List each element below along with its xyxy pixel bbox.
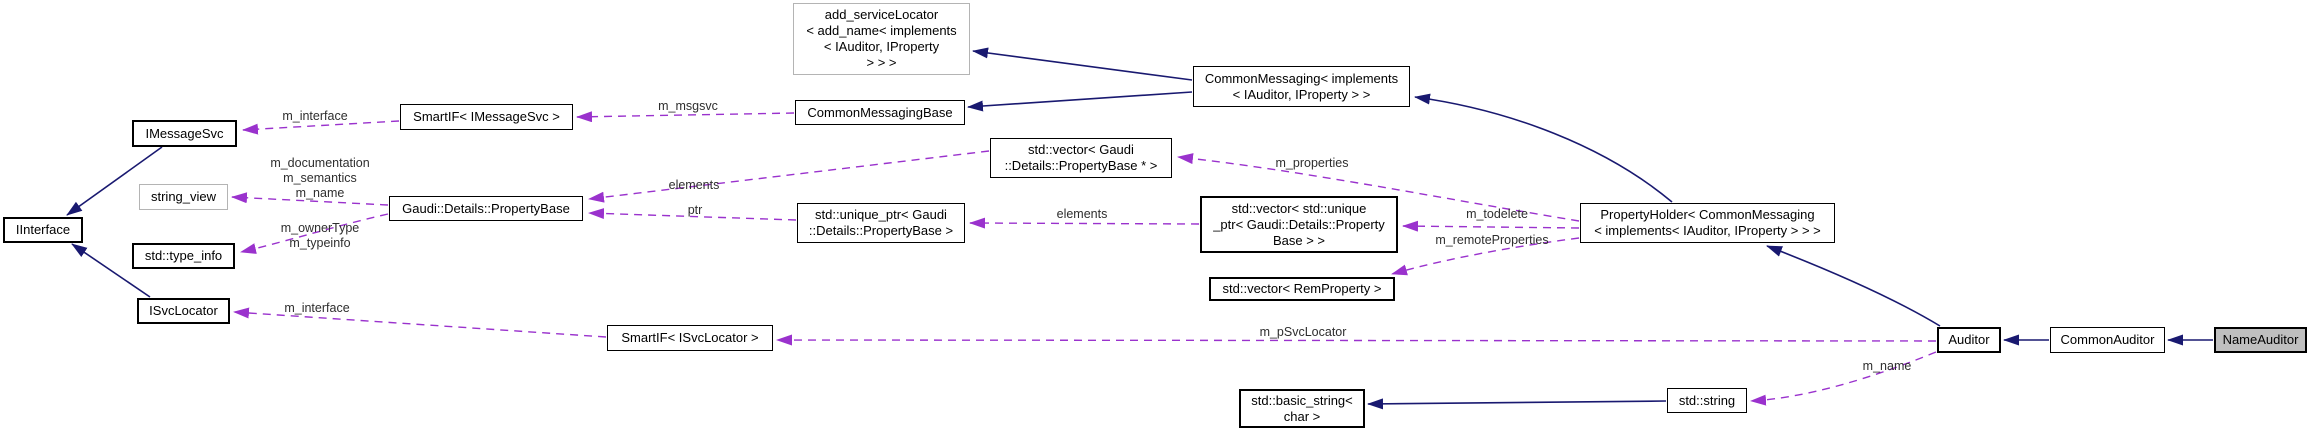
edge-inherit-commonmessaging-base <box>967 91 1193 112</box>
node-imessagesvc[interactable]: IMessageSvc <box>132 120 237 147</box>
edge-label-m-msgsvc: m_msgsvc <box>658 99 718 113</box>
node-gaudi-details-propertybase[interactable]: Gaudi::Details::PropertyBase <box>389 196 583 221</box>
edge-usage-m-interface-svc <box>233 307 607 338</box>
edge-usage-m-psvclocator <box>776 334 1937 346</box>
edge-inherit-stdstring-basicstring <box>1367 398 1667 410</box>
node-isvclocator[interactable]: ISvcLocator <box>137 298 230 324</box>
edge-usage-m-typeinfo <box>240 213 389 254</box>
node-string-view: string_view <box>139 184 228 210</box>
edge-usage-m-remoteproperties <box>1391 237 1580 276</box>
edge-label-m-psvclocator: m_pSvcLocator <box>1259 325 1347 339</box>
edge-inherit-auditor-propertyholder <box>1766 245 1941 327</box>
node-unique-ptr-propertybase[interactable]: std::unique_ptr< Gaudi ::Details::Proper… <box>797 203 965 243</box>
edge-usage-m-name-doc <box>231 192 389 206</box>
edge-usage-m-todelete <box>1402 220 1580 232</box>
edge-inherit-isvclocator-iinterface <box>71 243 151 298</box>
edge-usage-m-properties <box>1177 153 1580 222</box>
edge-usage-ptr <box>588 208 797 221</box>
node-iinterface[interactable]: IInterface <box>3 217 83 243</box>
edge-usage-m-interface-msg <box>242 120 400 135</box>
edge-label-m-interface-msg: m_interface <box>282 109 348 123</box>
edge-usage-elements-2 <box>969 217 1200 229</box>
edge-inherit-propertyholder-commonmessaging <box>1414 93 1673 203</box>
node-propertyholder[interactable]: PropertyHolder< CommonMessaging < implem… <box>1580 203 1835 243</box>
node-smartif-imessagesvc[interactable]: SmartIF< IMessageSvc > <box>400 104 573 130</box>
edge-usage-elements-1 <box>588 150 990 203</box>
edge-label-elements-2: elements <box>1056 207 1108 221</box>
edge-inherit-commonmessaging-addsvclocator <box>972 47 1193 81</box>
edge-label-m-ownertype-typeinfo: m_ownerType m_typeinfo <box>280 221 360 250</box>
node-commonauditor[interactable]: CommonAuditor <box>2050 327 2165 353</box>
edge-usage-m-name <box>1750 351 1937 406</box>
node-basic-string[interactable]: std::basic_string< char > <box>1239 389 1365 428</box>
node-commonmessagingbase[interactable]: CommonMessagingBase <box>795 100 965 125</box>
node-vector-unique-ptr[interactable]: std::vector< std::unique _ptr< Gaudi::De… <box>1200 196 1398 253</box>
edge-label-m-documentation-semantics-name: m_documentation m_semantics m_name <box>270 156 370 200</box>
node-std-string[interactable]: std::string <box>1667 388 1747 413</box>
edge-label-m-properties: m_properties <box>1275 156 1349 170</box>
node-std-type-info[interactable]: std::type_info <box>132 243 235 269</box>
node-nameauditor: NameAuditor <box>2214 327 2307 353</box>
edge-label-m-todelete: m_todelete <box>1466 207 1528 221</box>
node-add-servicelocator: add_serviceLocator < add_name< implement… <box>793 3 970 75</box>
node-commonmessaging[interactable]: CommonMessaging< implements < IAuditor, … <box>1193 66 1410 107</box>
node-auditor[interactable]: Auditor <box>1937 327 2001 353</box>
edge-label-m-remoteproperties: m_remoteProperties <box>1435 233 1549 247</box>
edge-label-elements-1: elements <box>668 178 720 192</box>
edge-inherit-imessagesvc-iinterface <box>66 146 163 216</box>
node-vector-propertybase-ptr[interactable]: std::vector< Gaudi ::Details::PropertyBa… <box>990 138 1172 178</box>
edge-label-ptr: ptr <box>687 203 703 217</box>
node-vector-remproperty[interactable]: std::vector< RemProperty > <box>1209 277 1395 301</box>
node-smartif-isvclocator[interactable]: SmartIF< ISvcLocator > <box>607 325 773 351</box>
edge-label-m-interface-svc: m_interface <box>284 301 350 315</box>
edge-label-m-name: m_name <box>1862 359 1912 373</box>
